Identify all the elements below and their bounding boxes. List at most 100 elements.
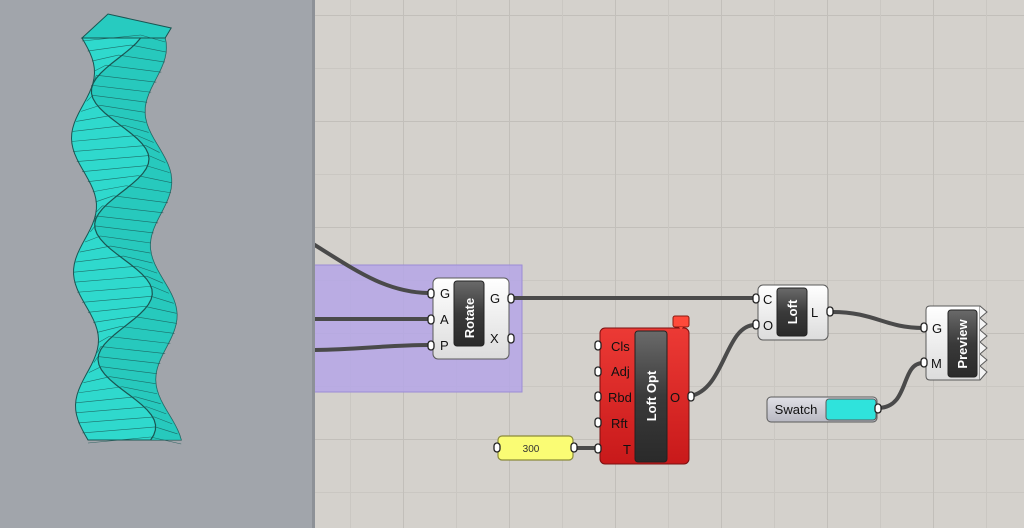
tower-hatch (87, 306, 145, 313)
loft-component[interactable]: Loft C O L (752, 284, 834, 341)
tower-hatch (87, 436, 151, 444)
wire-into-rotate-p (315, 343, 430, 352)
port-input[interactable] (594, 340, 602, 351)
canvas-svg: Rotate G A P G X Loft C O L (315, 0, 1024, 528)
loft-opt-component[interactable]: Loft Opt Cls Adj Rbd Rft T O (594, 315, 695, 465)
rotate-input-p: P (440, 338, 449, 353)
tower-hatch (90, 225, 96, 233)
rotate-ports (427, 288, 515, 351)
loft-opt-input-adj: Adj (611, 364, 630, 379)
tower-hatch (122, 386, 158, 395)
tower-hatch (86, 95, 94, 102)
swatch-color[interactable] (825, 398, 877, 421)
port-output[interactable] (687, 391, 695, 402)
tower-hatch (102, 205, 164, 214)
tower-hatch (136, 265, 158, 274)
port-input[interactable] (594, 443, 602, 454)
tower-hatch (72, 145, 146, 152)
tower-hatch (95, 195, 114, 203)
tower-hatch (83, 376, 111, 383)
tower-hatch (145, 145, 160, 153)
port-output[interactable] (826, 306, 834, 317)
tower-edges (71, 34, 182, 445)
tower-hatch (108, 336, 171, 344)
port-output[interactable] (507, 333, 515, 344)
port-input[interactable] (594, 366, 602, 377)
rotate-input-a: A (440, 312, 449, 327)
tower-hatch (120, 326, 175, 334)
wire-loftopt-to-loft (688, 323, 757, 398)
tower-hatch (137, 175, 172, 183)
tower-faces (70, 13, 182, 441)
tower-hatch (75, 396, 136, 404)
tower-hatch (146, 165, 170, 173)
preview-component[interactable]: Preview G M (920, 305, 988, 381)
tower-hatch (96, 205, 103, 213)
tower-hatch (75, 406, 148, 414)
rhino-viewport[interactable] (0, 0, 312, 528)
rotate-title: Rotate (462, 298, 477, 338)
port-input[interactable] (594, 391, 602, 402)
wire-swatch-to-preview (876, 361, 925, 410)
grasshopper-canvas[interactable]: Rotate G A P G X Loft C O L (315, 0, 1024, 528)
tower-hatch (96, 326, 121, 333)
tower-hatch (151, 296, 174, 304)
loft-opt-input-t: T (623, 442, 631, 457)
tower-hatch (94, 64, 107, 72)
swatch-label: Swatch (775, 402, 818, 417)
port-input[interactable] (427, 340, 435, 351)
port-input[interactable] (920, 322, 928, 333)
tower-hatch (75, 255, 124, 263)
port-input[interactable] (594, 417, 602, 428)
viewport-splitter[interactable] (312, 0, 315, 528)
tower-hatch (100, 235, 151, 244)
tower-hatch (77, 285, 152, 293)
tower-hatch (82, 296, 152, 303)
port-input[interactable] (920, 357, 928, 368)
tower-hatch (98, 336, 110, 343)
tower-hatch (110, 376, 156, 384)
tower-hatch (93, 75, 97, 82)
tower-hatch (82, 165, 147, 172)
tower-hatch (154, 416, 173, 425)
port-input[interactable] (427, 288, 435, 299)
preview-title: Preview (955, 319, 970, 369)
tower-hatch (95, 215, 159, 224)
port-input[interactable] (493, 442, 501, 453)
port-output[interactable] (874, 403, 882, 414)
tower-hatch (92, 95, 148, 103)
tower-hatch (136, 135, 154, 143)
tower-hatch (150, 436, 182, 445)
tower-hatch (151, 285, 169, 294)
rotate-input-g: G (440, 286, 450, 301)
port-input[interactable] (752, 293, 760, 304)
preview-zigzag-edge (979, 305, 988, 381)
tower-hatch (93, 316, 134, 323)
tower-hatch (91, 84, 152, 93)
port-output[interactable] (507, 293, 515, 304)
port-input[interactable] (427, 314, 435, 325)
swatch-component[interactable]: Swatch (766, 396, 882, 423)
tower-hatch (133, 316, 177, 324)
tower-hatch (130, 44, 167, 53)
number-panel[interactable]: 300 (493, 435, 578, 461)
tower-hatch (97, 346, 102, 353)
tower-hatch (123, 255, 153, 264)
tower-hatch (94, 215, 97, 222)
wires (315, 242, 925, 450)
port-input[interactable] (752, 319, 760, 330)
panel-value[interactable]: 300 (523, 444, 540, 455)
tower-hatch (95, 225, 154, 234)
warning-flag-icon[interactable] (672, 315, 690, 328)
port-output[interactable] (570, 442, 578, 453)
tower-hatch (91, 54, 119, 62)
rotate-component[interactable]: Rotate G A P G X (427, 277, 515, 360)
tower-hatch (126, 185, 172, 194)
tower-hatch (87, 175, 138, 182)
tower-hatch (82, 426, 156, 434)
wire-loft-to-preview (830, 310, 925, 330)
tower-ridge (90, 37, 157, 441)
tower-hatch (146, 406, 167, 415)
preview-input-g: G (932, 321, 942, 336)
loft-input-c: C (763, 292, 772, 307)
